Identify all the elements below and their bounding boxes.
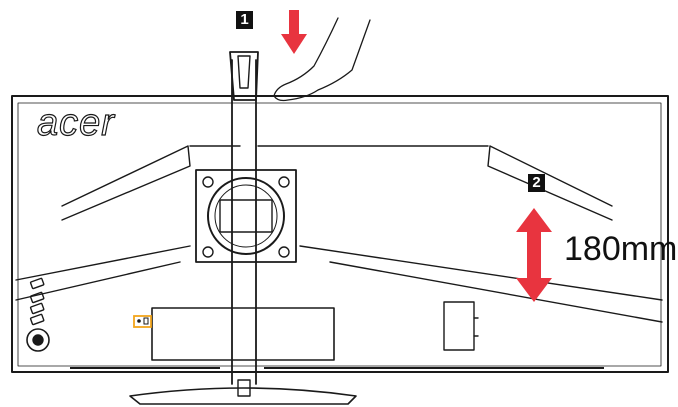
step-badge-1: 1: [236, 11, 253, 29]
joystick-outer: [26, 328, 50, 352]
back-lower-right-line-2: [329, 261, 663, 323]
control-button-1: [29, 277, 45, 290]
screw-top-left: [202, 176, 214, 188]
control-button-3: [29, 302, 45, 315]
screw-top-right: [278, 176, 290, 188]
stand-base: [129, 387, 357, 405]
height-adjustment-label: 180mm: [564, 230, 678, 268]
vent-strip: [70, 367, 604, 369]
vesa-bracket: [195, 169, 297, 263]
double-arrow-icon: [516, 208, 552, 302]
monitor-outline: [11, 95, 669, 373]
step-badge-2: 2: [528, 174, 545, 192]
side-panel: [443, 301, 475, 351]
brand-logo: acer: [36, 102, 115, 144]
stand-column: [231, 59, 257, 385]
vesa-ring: [207, 177, 285, 255]
back-lower-left-line: [15, 245, 191, 281]
back-housing-left: [61, 145, 191, 221]
back-housing-right: [487, 145, 613, 221]
stand-top-slot: [237, 55, 251, 89]
screw-bottom-left: [202, 246, 214, 258]
down-arrow-icon: [281, 10, 307, 54]
screw-bottom-right: [278, 246, 290, 258]
back-lower-right-line: [299, 245, 663, 301]
hinge-block: [219, 199, 273, 233]
control-button-2: [29, 291, 45, 304]
stand-top-cap: [229, 51, 259, 101]
highlighted-ports: [133, 315, 152, 328]
monitor-inner-edge: [17, 102, 662, 367]
port-housing: [151, 307, 335, 361]
joystick-inner: [32, 334, 44, 346]
back-lower-left-line-2: [15, 261, 181, 301]
hand-icon: [273, 17, 371, 102]
control-button-4: [29, 313, 45, 326]
